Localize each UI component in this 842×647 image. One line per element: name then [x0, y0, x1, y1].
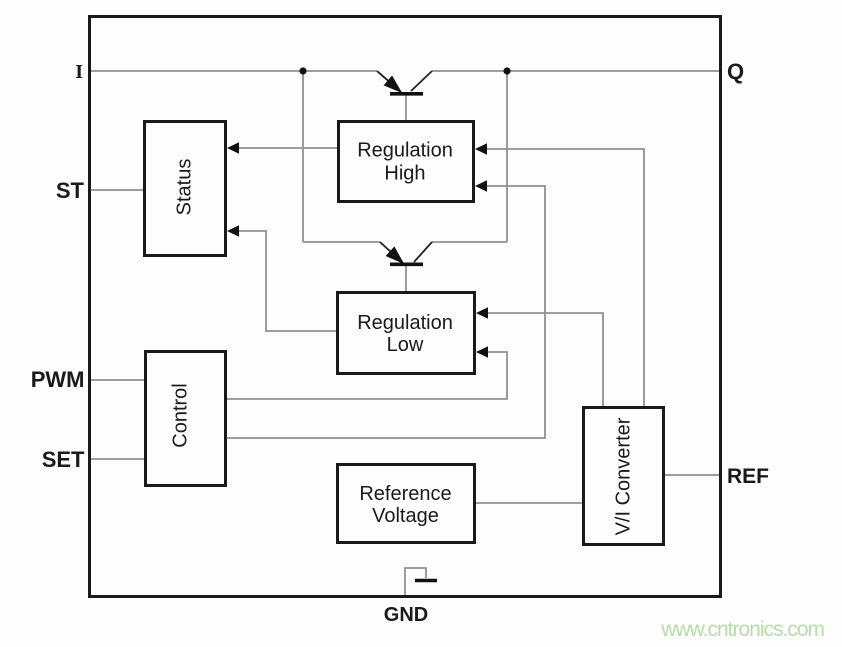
svg-text:Low: Low	[387, 334, 424, 356]
svg-text:Status: Status	[174, 159, 196, 216]
svg-text:V/I Converter: V/I Converter	[613, 417, 635, 535]
svg-text:REF: REF	[727, 465, 769, 488]
svg-text:Regulation: Regulation	[357, 140, 453, 162]
svg-text:Q: Q	[727, 59, 744, 84]
svg-text:PWM: PWM	[31, 367, 85, 392]
svg-text:Control: Control	[170, 383, 192, 447]
svg-text:High: High	[384, 163, 425, 185]
svg-text:SET: SET	[42, 447, 85, 472]
svg-text:ST: ST	[56, 178, 85, 203]
svg-text:I: I	[75, 61, 83, 83]
svg-text:Reference: Reference	[359, 483, 451, 505]
svg-text:GND: GND	[384, 604, 428, 626]
svg-text:www.cntronics.com: www.cntronics.com	[660, 618, 824, 641]
svg-text:Regulation: Regulation	[357, 312, 453, 334]
svg-text:Voltage: Voltage	[372, 505, 439, 527]
